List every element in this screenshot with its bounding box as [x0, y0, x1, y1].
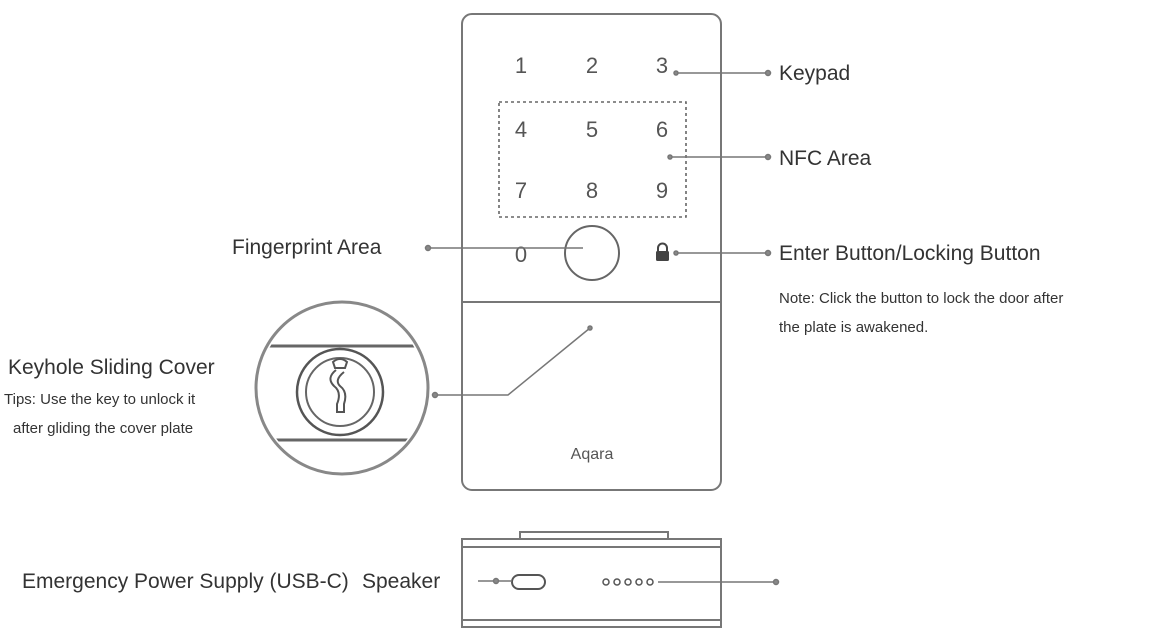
keyhole-cover-label: Keyhole Sliding Cover: [8, 356, 215, 379]
fingerprint-area-label: Fingerprint Area: [232, 236, 382, 259]
key-4: 4: [515, 117, 527, 142]
enter-button-note-line2: the plate is awakened.: [779, 319, 929, 336]
keypad-label: Keypad: [779, 62, 851, 85]
key-9: 9: [656, 178, 668, 203]
usb-c-port: [511, 574, 546, 590]
key-8: 8: [586, 178, 598, 203]
keyhole-zoom-view: [254, 300, 430, 476]
nfc-area-label: NFC Area: [779, 147, 872, 170]
leader-lines: [424, 69, 780, 586]
key-5: 5: [586, 117, 598, 142]
enter-button-label: Enter Button/Locking Button: [779, 242, 1041, 265]
power-supply-label: Emergency Power Supply (USB-C): [22, 570, 349, 593]
key-7: 7: [515, 178, 527, 203]
nfc-area-outline: [498, 101, 687, 218]
key-1: 1: [515, 53, 527, 78]
keyhole-tip-line1: Tips: Use the key to unlock it: [4, 391, 196, 408]
key-3: 3: [656, 53, 668, 78]
keypad: 1 2 3 4 5 6 7 8 9 0: [515, 53, 668, 267]
door-lock-bottom-view: [461, 531, 722, 628]
fingerprint-sensor: [564, 225, 620, 281]
brand-logo: Aqara: [571, 446, 614, 463]
keyhole-tip-line2: after gliding the cover plate: [13, 420, 194, 437]
key-icon: [329, 358, 349, 413]
speaker-holes: [602, 578, 654, 586]
key-0: 0: [515, 242, 527, 267]
key-6: 6: [656, 117, 668, 142]
speaker-label: Speaker: [362, 570, 441, 593]
key-2: 2: [586, 53, 598, 78]
lock-icon: [656, 242, 669, 261]
enter-button-note-line1: Note: Click the button to lock the door …: [779, 290, 1064, 307]
